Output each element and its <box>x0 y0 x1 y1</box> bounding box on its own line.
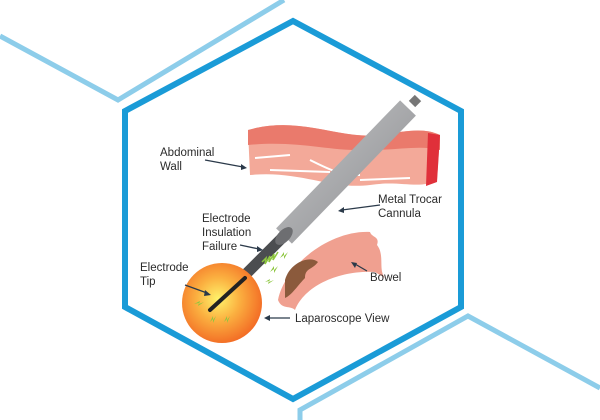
decor-line-bottom-right <box>297 313 600 420</box>
label-electrode-tip: Electrode Tip <box>140 262 192 288</box>
label-electrode-insulation-failure: Electrode Insulation Failure <box>202 213 254 253</box>
label-bowel: Bowel <box>370 272 401 284</box>
label-laparoscope-view: Laparoscope View <box>295 313 390 325</box>
insulation-failure-spark <box>261 251 279 265</box>
laparoscope-view-circle <box>182 263 262 343</box>
bowel-illustration <box>278 231 385 310</box>
label-abdominal-wall: Abdominal Wall <box>160 147 218 173</box>
decor-line-top-left <box>0 0 286 103</box>
label-metal-trocar-cannula: Metal Trocar Cannula <box>378 194 445 220</box>
label-arrows <box>184 159 381 321</box>
spark-icons <box>194 252 288 323</box>
